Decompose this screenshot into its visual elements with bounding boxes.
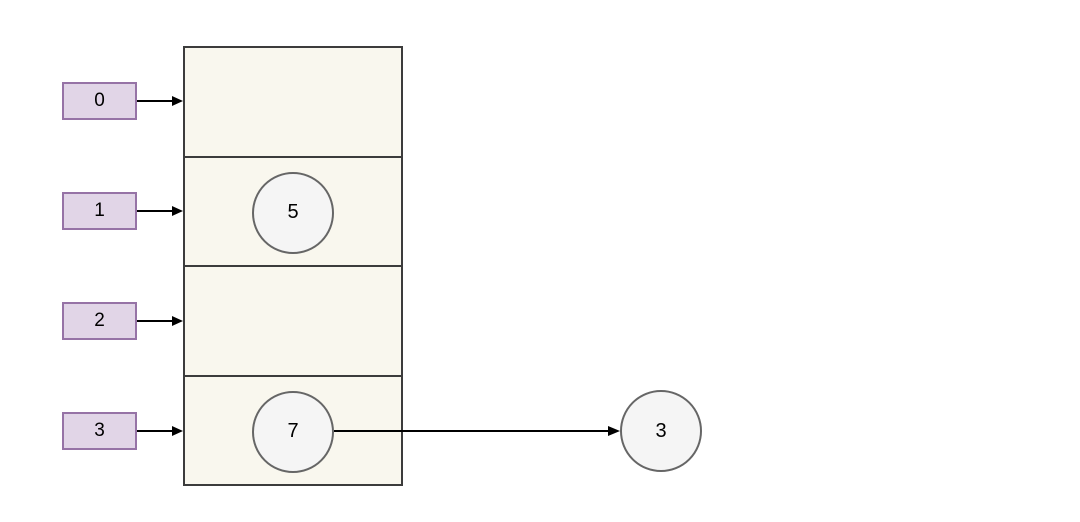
- index-box-2: 2: [62, 302, 137, 340]
- node-value-3: 3: [655, 419, 667, 442]
- index-label-3: 3: [94, 420, 105, 441]
- arrow-index-3-to-cell: [137, 426, 183, 436]
- bucket-cell-3: 7: [185, 374, 401, 485]
- arrow-index-1-to-cell: [137, 206, 183, 216]
- bucket-cell-0: [185, 48, 401, 156]
- bucket-cell-2: [185, 265, 401, 375]
- bucket-cell-1: 5: [185, 155, 401, 266]
- node-circle-7: 7: [252, 390, 334, 473]
- arrow-node-7-to-node-3: [334, 426, 620, 436]
- node-circle-5: 5: [252, 171, 334, 254]
- index-box-1: 1: [62, 192, 137, 230]
- arrow-index-2-to-cell: [137, 316, 183, 326]
- index-label-0: 0: [94, 90, 105, 111]
- index-box-3: 3: [62, 412, 137, 450]
- index-label-1: 1: [94, 200, 105, 221]
- arrow-index-0-to-cell: [137, 96, 183, 106]
- index-label-2: 2: [94, 310, 105, 331]
- index-box-0: 0: [62, 82, 137, 120]
- bucket-array: 5 7: [183, 46, 403, 486]
- node-value-7: 7: [287, 420, 299, 442]
- node-value-5: 5: [287, 201, 299, 223]
- node-circle-3: 3: [620, 390, 702, 472]
